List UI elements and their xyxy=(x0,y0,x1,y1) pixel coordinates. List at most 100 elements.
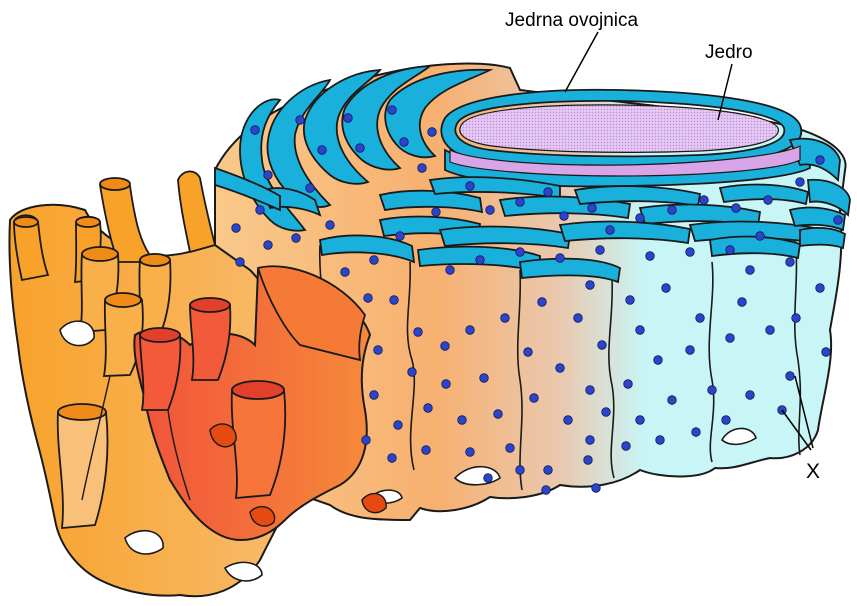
ribosome-dot xyxy=(722,416,731,425)
ribosome-dot xyxy=(584,456,593,465)
ribosome-dot xyxy=(326,221,335,230)
ribosome-dot xyxy=(726,334,735,343)
ribosome-dot xyxy=(560,212,569,221)
ribosome-dot xyxy=(786,372,795,381)
ribosome-dot xyxy=(236,258,245,267)
ribosome-dot xyxy=(388,106,397,115)
ribosome-dot xyxy=(592,484,601,493)
ribosome-dot xyxy=(692,428,701,437)
ribosome-dot xyxy=(318,146,327,155)
ribosome-dot xyxy=(428,128,437,137)
nucleus xyxy=(460,105,779,152)
ribosome-dot xyxy=(574,314,583,323)
ribosome-dot xyxy=(296,116,305,125)
ribosome-dot xyxy=(816,156,825,165)
ribosome-dot xyxy=(636,326,645,335)
ribosome-dot xyxy=(708,386,717,395)
ribosome-dot xyxy=(656,436,665,445)
ribosome-dot xyxy=(516,248,525,257)
ribosome-dot xyxy=(726,246,735,255)
ribosome-dot xyxy=(480,374,489,383)
ribosome-dot xyxy=(624,380,633,389)
nuclear-envelope-leader xyxy=(565,32,598,92)
ribosome-dot xyxy=(524,348,533,357)
ribosome-dot xyxy=(538,298,547,307)
ribosome-dot xyxy=(686,346,695,355)
ribosome-dot xyxy=(364,294,373,303)
ribosome-dot xyxy=(394,421,403,430)
ribosome-dot xyxy=(646,252,655,261)
ribosome-dot xyxy=(362,436,371,445)
ribosome-dot xyxy=(374,346,383,355)
ribosome-dot xyxy=(458,416,467,425)
ribosome-dot xyxy=(292,234,301,243)
ribosome-dot xyxy=(466,326,475,335)
ribosome-dot xyxy=(414,328,423,337)
ribosome-dot xyxy=(424,404,433,413)
ribosome-dot xyxy=(596,246,605,255)
ribosome-dot xyxy=(388,454,397,463)
ribosome-dot xyxy=(738,298,747,307)
ribosome-dot xyxy=(746,391,755,400)
ribosome-dot xyxy=(588,204,597,213)
ribosome-dot xyxy=(586,386,595,395)
ribosome-dot xyxy=(586,281,595,290)
ribosome-dot xyxy=(556,254,565,263)
ribosome-dot xyxy=(602,408,611,417)
ribosome-dot xyxy=(408,368,417,377)
ribosome-dot xyxy=(506,444,515,453)
ribosome-dot xyxy=(356,144,365,153)
ribosome-dot xyxy=(484,474,493,483)
ribosome-dot xyxy=(636,416,645,425)
ribosome-dot xyxy=(400,138,409,147)
ribosome-dot xyxy=(746,266,755,275)
ribosome-dot xyxy=(432,208,441,217)
ribosome-dot xyxy=(370,391,379,400)
ribosome-dot xyxy=(700,196,709,205)
ribosome-dot xyxy=(542,486,551,495)
ribosome-dot xyxy=(586,436,595,445)
ribosome-dot xyxy=(370,256,379,265)
ribosome-dot xyxy=(556,364,565,373)
ribosome-dot xyxy=(264,171,273,180)
ribosome-dot xyxy=(606,226,615,235)
ribosome-dot xyxy=(792,314,801,323)
ribosome-dot xyxy=(668,206,677,215)
ribosome-dot xyxy=(786,258,795,267)
ribosome-dot xyxy=(732,204,741,213)
ribosome-dot xyxy=(622,442,631,451)
ribosome-dot xyxy=(564,416,573,425)
ribosome-dot xyxy=(486,206,495,215)
ribosome-dot xyxy=(766,326,775,335)
ribosome-dot xyxy=(764,196,773,205)
ribosome-dot xyxy=(494,410,503,419)
ribosome-dot xyxy=(654,356,663,365)
ribosome-dot xyxy=(662,284,671,293)
ribosome-dot xyxy=(264,241,273,250)
ribosome-dot xyxy=(626,296,635,305)
ribosome-dot xyxy=(530,394,539,403)
ribosome-dot xyxy=(344,114,353,123)
ribosome-dot xyxy=(251,126,260,135)
ribosome-dot xyxy=(668,396,677,405)
ribosome-dot xyxy=(501,314,510,323)
ribosome-dot xyxy=(544,466,553,475)
label-nuclear-envelope: Jedrna ovojnica xyxy=(505,10,639,31)
ribosome-dot xyxy=(476,256,485,265)
ribosome-dot xyxy=(516,466,525,475)
ribosome-dot xyxy=(686,248,695,257)
ribosome-dot xyxy=(466,182,475,191)
ribosome-dot xyxy=(446,266,455,275)
ribosome-dot xyxy=(756,232,765,241)
ribosome-dot xyxy=(822,348,831,357)
ribosome-dot xyxy=(390,296,399,305)
ribosome-dot xyxy=(442,380,451,389)
ribosome-dot xyxy=(441,342,450,351)
ribosome-dot xyxy=(232,224,241,233)
ribosome-dot xyxy=(636,214,645,223)
ribosome-dot xyxy=(696,314,705,323)
ribosome-dot xyxy=(396,232,405,241)
label-nucleus: Jedro xyxy=(705,42,753,63)
